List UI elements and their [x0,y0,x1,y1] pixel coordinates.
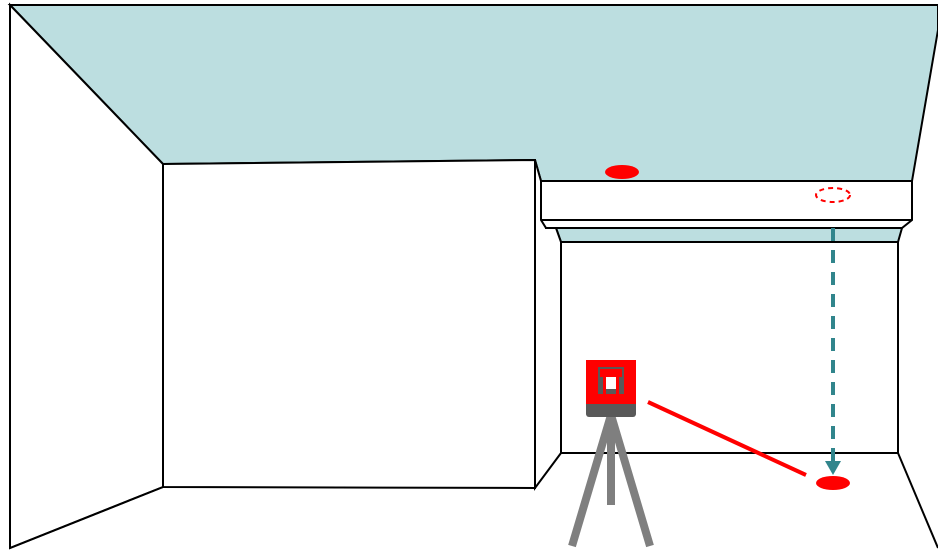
ceiling-strip [554,227,904,243]
laser-spot-ceiling [605,165,639,179]
floor-edge-left [9,486,164,549]
laser-spot-floor [816,476,850,490]
laser-target-beam [815,187,851,203]
tripod-icon [568,413,654,548]
back-wall-left [162,158,536,490]
laser-beam [647,400,807,477]
rotating-laser-level-icon [586,360,636,417]
floor-edge-right [897,452,938,549]
plumb-arrowhead [825,461,841,475]
